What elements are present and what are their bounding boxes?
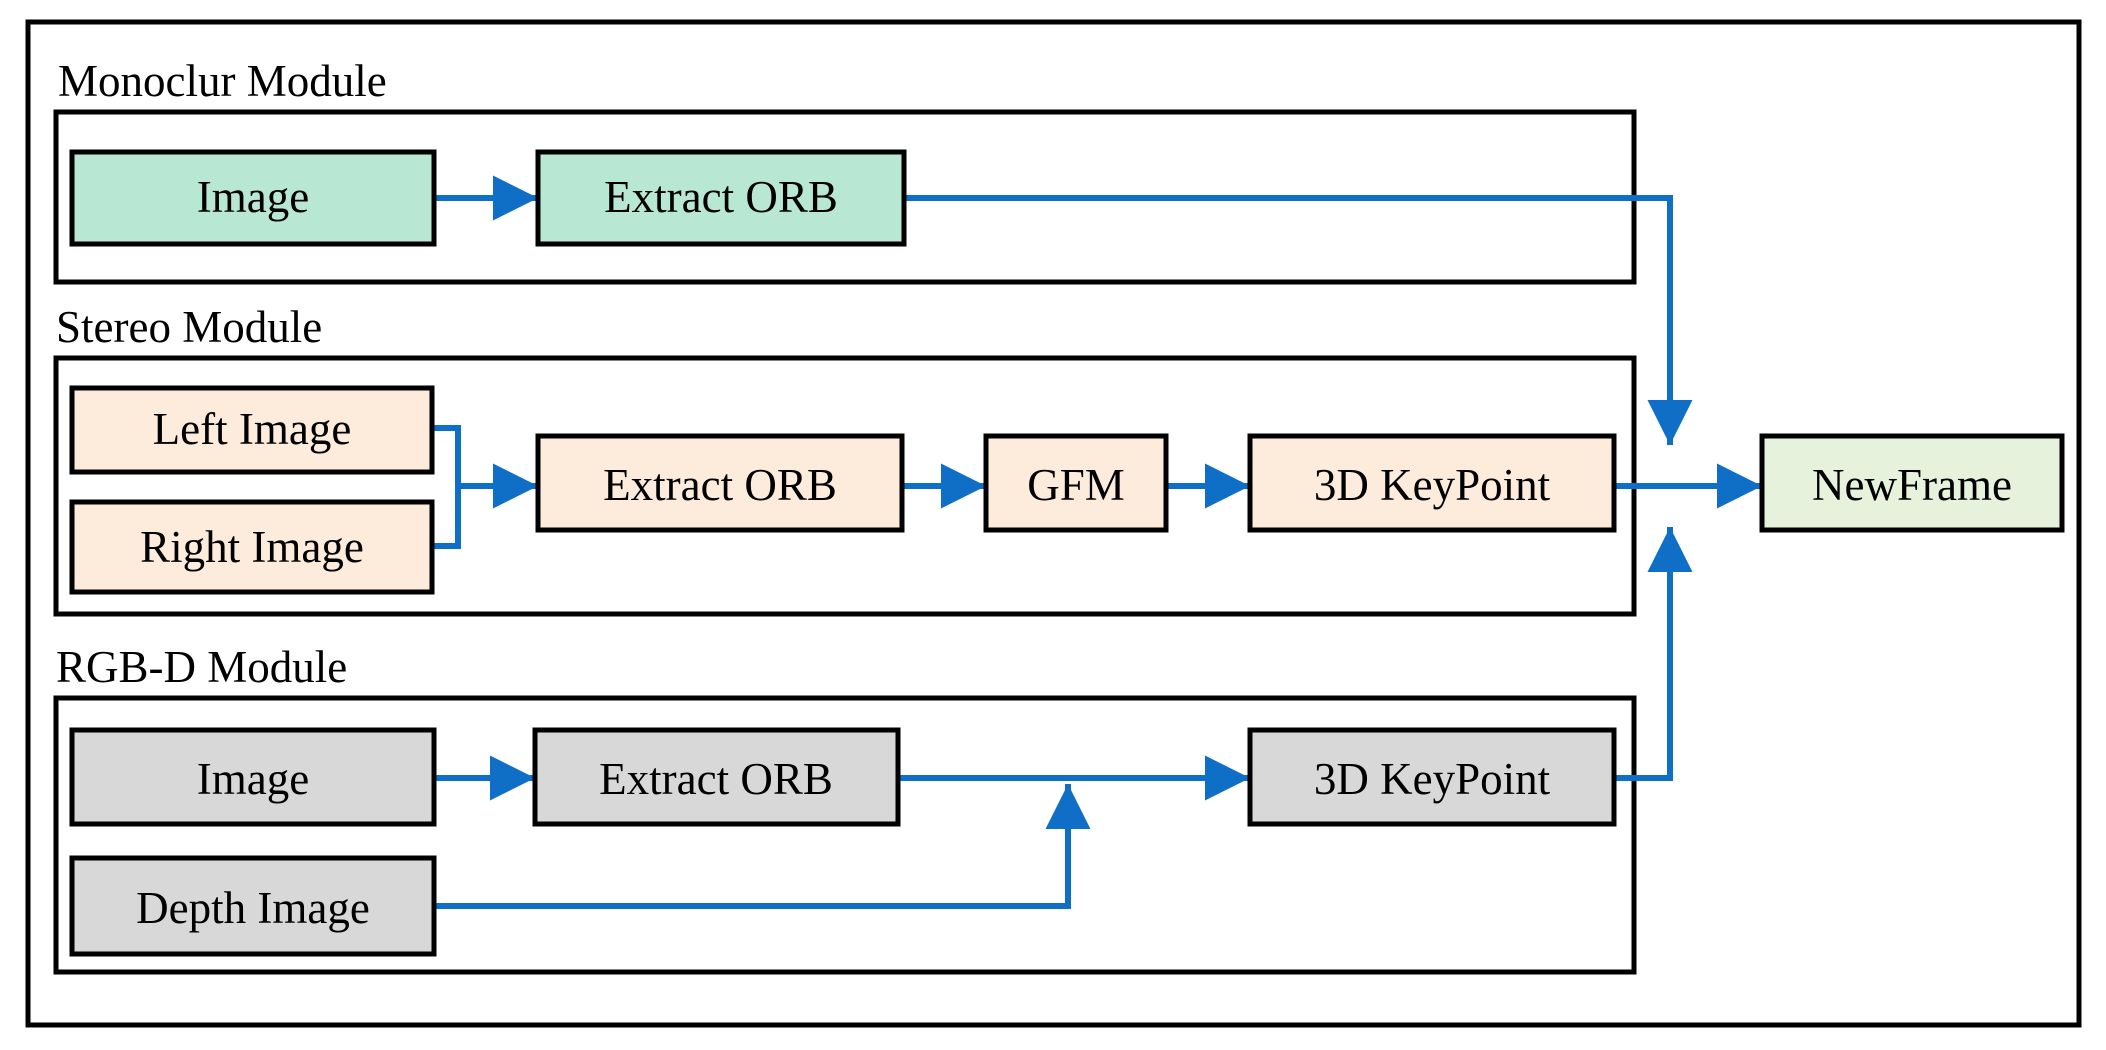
monocular-module-title: Monoclur Module	[58, 56, 387, 106]
stereo-module-title: Stereo Module	[56, 302, 322, 352]
node-stereo-extract-orb: Extract ORB	[535, 433, 905, 533]
node-label: 3D KeyPoint	[1314, 460, 1551, 510]
node-label: Extract ORB	[599, 754, 833, 804]
line-left-image-to-merge	[432, 425, 461, 549]
node-label: 3D KeyPoint	[1314, 754, 1551, 804]
node-label: Image	[197, 172, 309, 222]
connector-group	[432, 175, 1762, 909]
node-label: GFM	[1027, 460, 1125, 510]
node-newframe: NewFrame	[1759, 433, 2065, 533]
rgbd-module-title: RGB-D Module	[56, 642, 347, 692]
node-box	[69, 385, 435, 475]
node-box	[69, 727, 437, 827]
node-box	[535, 433, 905, 533]
node-mono-extract-orb: Extract ORB	[535, 149, 907, 247]
node-mono-image: Image	[69, 149, 437, 247]
node-label: Left Image	[153, 404, 352, 454]
line-rgbd-keypoint-to-junction	[1614, 527, 1693, 781]
node-label: Depth Image	[136, 883, 370, 933]
node-label: Extract ORB	[604, 172, 838, 222]
node-stereo-3d-keypoint: 3D KeyPoint	[1247, 433, 1617, 533]
node-box	[69, 499, 435, 595]
node-box	[535, 149, 907, 247]
node-box	[1759, 433, 2065, 533]
rgbd-module-box	[53, 695, 1637, 975]
node-stereo-gfm: GFM	[983, 433, 1169, 533]
node-label: NewFrame	[1812, 460, 2012, 510]
outer-frame	[25, 19, 2082, 1028]
node-stereo-right-image: Right Image	[69, 499, 435, 595]
line-mono-orb-to-junction	[904, 195, 1693, 445]
node-box	[69, 149, 437, 247]
node-box	[1247, 727, 1617, 827]
node-rgbd-extract-orb: Extract ORB	[532, 727, 901, 827]
node-rgbd-3d-keypoint: 3D KeyPoint	[1247, 727, 1617, 827]
node-label: Image	[197, 754, 309, 804]
node-rgbd-image: Image	[69, 727, 437, 827]
node-stereo-left-image: Left Image	[69, 385, 435, 475]
node-label: Extract ORB	[603, 460, 837, 510]
node-box	[532, 727, 901, 827]
node-box	[983, 433, 1169, 533]
node-rgbd-depth-image: Depth Image	[69, 855, 437, 957]
node-box	[1247, 433, 1617, 533]
node-label: Right Image	[140, 522, 364, 572]
node-box	[69, 855, 437, 957]
arrow-depth-to-merge	[434, 784, 1091, 909]
